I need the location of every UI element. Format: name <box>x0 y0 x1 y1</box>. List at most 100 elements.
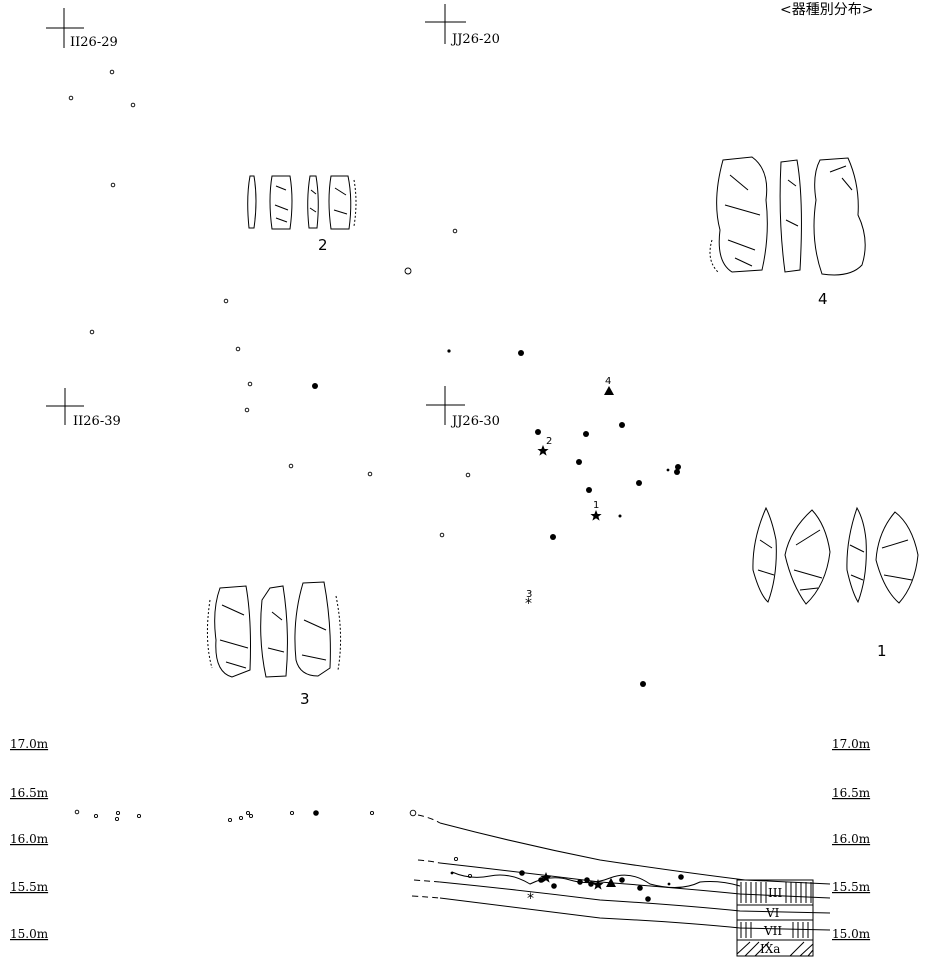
filled-point <box>645 896 651 902</box>
filled-point <box>312 383 318 389</box>
open-point <box>68 95 74 101</box>
filled-point <box>519 870 525 876</box>
artifact-number-1: 1 <box>877 642 887 660</box>
map-title: <器種別分布> <box>780 2 873 18</box>
filled-point <box>586 487 592 493</box>
open-point <box>227 817 233 823</box>
elevation-label: 15.5m <box>832 880 871 894</box>
filled-point <box>450 871 454 875</box>
filled-point <box>535 429 541 435</box>
artifact-drawing-4 <box>709 156 866 276</box>
asterisk-tool-symbol: * <box>525 596 532 612</box>
layer-label-vii: VII <box>763 924 782 938</box>
open-point <box>244 407 250 413</box>
point-label-1: 1 <box>593 500 599 511</box>
open-point <box>367 471 373 477</box>
filled-point <box>313 810 319 816</box>
grid-marker-jj26-20 <box>425 4 466 44</box>
filled-point <box>619 877 625 883</box>
elevation-label: 17.0m <box>10 737 49 751</box>
star-tool-symbol <box>590 510 602 521</box>
point-label-4: 4 <box>605 376 611 387</box>
asterisk-tool-symbol: * <box>527 891 534 907</box>
open-point <box>109 69 115 75</box>
elevation-scale-left: 17.0m 16.5m 16.0m 15.5m 15.0m <box>10 737 49 941</box>
grid-marker-ii26-39 <box>46 388 84 425</box>
layer-label-ixa: IXa <box>760 942 780 956</box>
open-point <box>238 815 244 821</box>
artifact-drawing-2 <box>247 175 357 230</box>
grid-label-ii26-39: II26-39 <box>73 414 121 429</box>
filled-point <box>576 459 582 465</box>
open-point <box>223 298 229 304</box>
elevation-label: 16.5m <box>10 786 49 800</box>
stratigraphic-column <box>736 879 814 957</box>
open-point <box>235 346 241 352</box>
open-point <box>439 532 445 538</box>
filled-point <box>640 681 646 687</box>
open-point <box>404 267 412 275</box>
filled-point <box>637 885 643 891</box>
grid-label-jj26-30: JJ26-30 <box>450 414 500 429</box>
section-filled-dots: * <box>450 870 684 907</box>
elevation-label: 15.0m <box>832 927 871 941</box>
open-point <box>453 856 459 862</box>
triangle-tool-symbol <box>604 386 614 395</box>
elevation-label: 15.5m <box>10 880 49 894</box>
filled-point <box>583 431 589 437</box>
open-point <box>114 816 120 822</box>
filled-point <box>666 468 670 472</box>
triangle-tool-symbol <box>606 878 616 887</box>
star-tool-symbol <box>592 879 604 890</box>
point-label-3: 3 <box>526 589 532 600</box>
filled-point <box>667 882 671 886</box>
open-point <box>369 810 375 816</box>
filled-point <box>551 883 557 889</box>
open-point <box>288 463 294 469</box>
artifact-number-4: 4 <box>818 290 828 308</box>
open-point <box>452 228 458 234</box>
open-point <box>110 182 116 188</box>
filled-point <box>447 349 451 353</box>
filled-point <box>678 874 684 880</box>
elevation-label: 16.5m <box>832 786 871 800</box>
open-point <box>89 329 95 335</box>
grid-marker-ii26-29 <box>46 8 84 48</box>
open-point <box>93 813 99 819</box>
grid-marker-jj26-30 <box>426 386 465 425</box>
elevation-label: 17.0m <box>832 737 871 751</box>
open-point <box>465 472 471 478</box>
elevation-label: 16.0m <box>10 832 49 846</box>
star-tool-symbol <box>537 445 549 456</box>
filled-point <box>577 879 583 885</box>
filled-point <box>550 534 556 540</box>
plan-tool-symbols: * <box>525 386 614 612</box>
open-point <box>130 102 136 108</box>
artifact-number-2: 2 <box>318 236 328 254</box>
elevation-label: 15.0m <box>10 927 49 941</box>
open-point <box>248 813 254 819</box>
filled-point <box>636 480 642 486</box>
filled-point <box>538 877 544 883</box>
plan-filled-dots <box>312 349 681 687</box>
open-point <box>289 810 295 816</box>
filled-point <box>675 464 681 470</box>
artifact-drawing-1 <box>752 506 919 605</box>
grid-label-ii26-29: II26-29 <box>70 35 118 50</box>
point-label-2: 2 <box>546 436 552 447</box>
grid-label-jj26-20: JJ26-20 <box>450 32 500 47</box>
section-strata <box>411 814 831 931</box>
layer-label-iii: III <box>768 886 782 900</box>
filled-point <box>518 350 524 356</box>
open-point <box>245 810 251 816</box>
artifact-drawing-3 <box>206 581 342 678</box>
section-open-circles <box>74 809 473 879</box>
filled-point <box>618 514 622 518</box>
layer-label-vi: VI <box>765 906 780 920</box>
filled-point <box>619 422 625 428</box>
elevation-label: 16.0m <box>832 832 871 846</box>
filled-point <box>584 877 590 883</box>
filled-point <box>588 881 594 887</box>
star-tool-symbol <box>540 872 552 883</box>
